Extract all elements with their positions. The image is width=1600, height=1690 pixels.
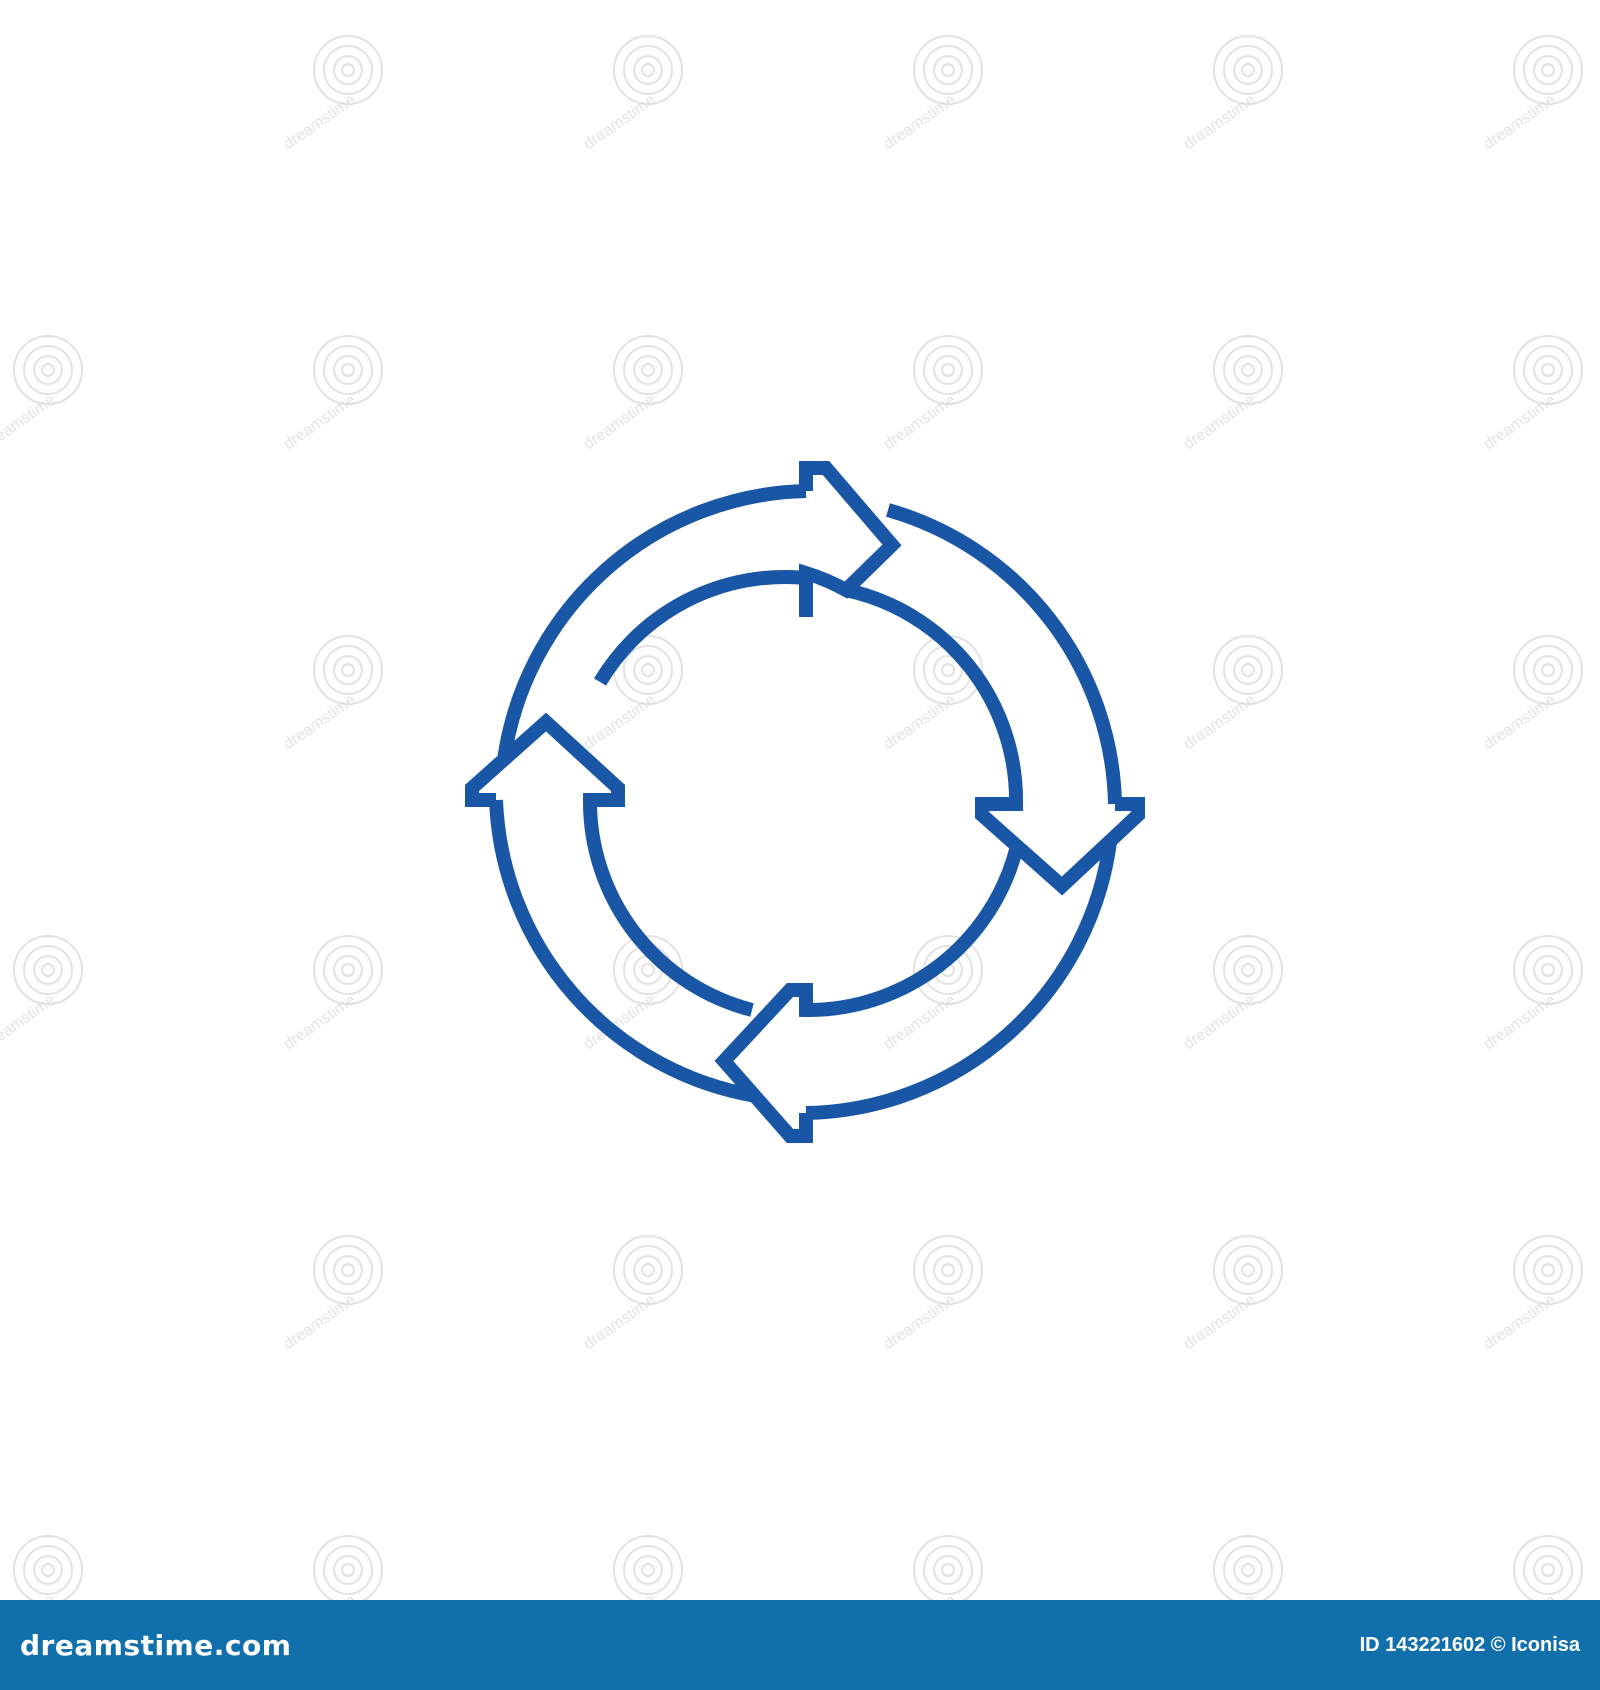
arrow-top-right [497,461,902,761]
footer-logo[interactable]: dreamstime.com [20,1628,292,1662]
circular-arrows-cycle-icon [465,461,1145,1143]
arrow-bottom-left [714,841,1117,1143]
arrow-right-down [844,503,1145,896]
footer-bar: dreamstime.com ID 143221602 © Iconisa [0,1600,1600,1690]
footer-credit: ID 143221602 © Iconisa [1359,1633,1580,1656]
arrow-left-up [465,712,758,1103]
